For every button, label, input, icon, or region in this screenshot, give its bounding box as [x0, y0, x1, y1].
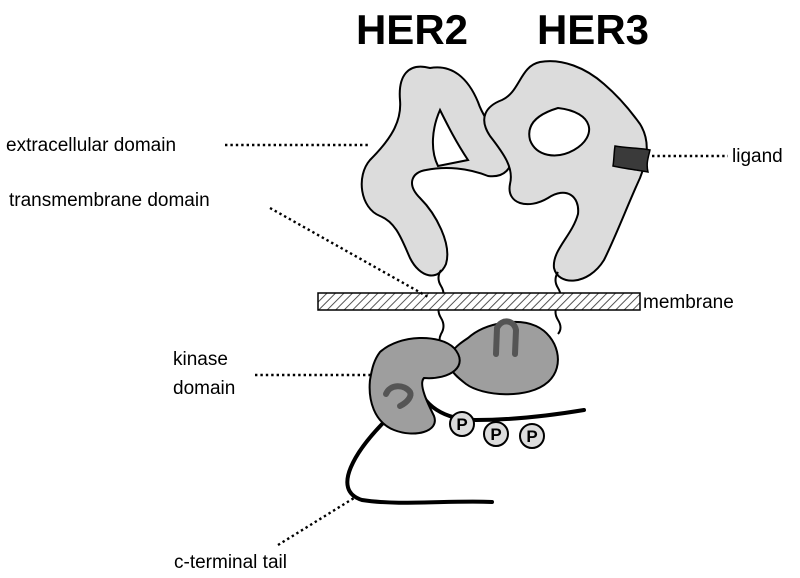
her3-kinase-domain — [448, 321, 559, 396]
her2-pocket — [432, 107, 470, 168]
her3-title: HER3 — [537, 6, 649, 53]
ligand-label: ligand — [732, 146, 783, 167]
her3-activation-loop — [493, 318, 519, 357]
phospho-circle — [483, 421, 509, 447]
phospho-label: P — [490, 425, 501, 444]
her3-pocket — [528, 106, 591, 157]
phospho-label: P — [526, 427, 537, 446]
her3-extracellular-domain — [483, 60, 648, 282]
her2-c-terminal-tail — [345, 418, 494, 505]
her2-activation-loop — [383, 383, 414, 409]
transmembrane-leader — [269, 206, 431, 300]
transmembrane-domain-label: transmembrane domain — [9, 190, 210, 211]
her2-title: HER2 — [356, 6, 468, 53]
phospho-label: P — [456, 415, 467, 434]
her2-extracellular-domain — [360, 65, 512, 277]
membrane-label: membrane — [643, 292, 734, 313]
phospho-circle — [449, 411, 475, 437]
ligand-shape — [612, 145, 651, 173]
c-terminal-tail-label: c-terminal tail — [174, 552, 287, 573]
c-terminal-leader — [277, 496, 355, 547]
her2-kinase-domain — [368, 337, 461, 435]
phospho-circle — [519, 423, 545, 449]
membrane-bar — [317, 292, 641, 311]
kinase-label-line1: kinase — [173, 349, 228, 370]
extracellular-domain-label: extracellular domain — [6, 135, 176, 156]
kinase-label-line2: domain — [173, 378, 235, 399]
